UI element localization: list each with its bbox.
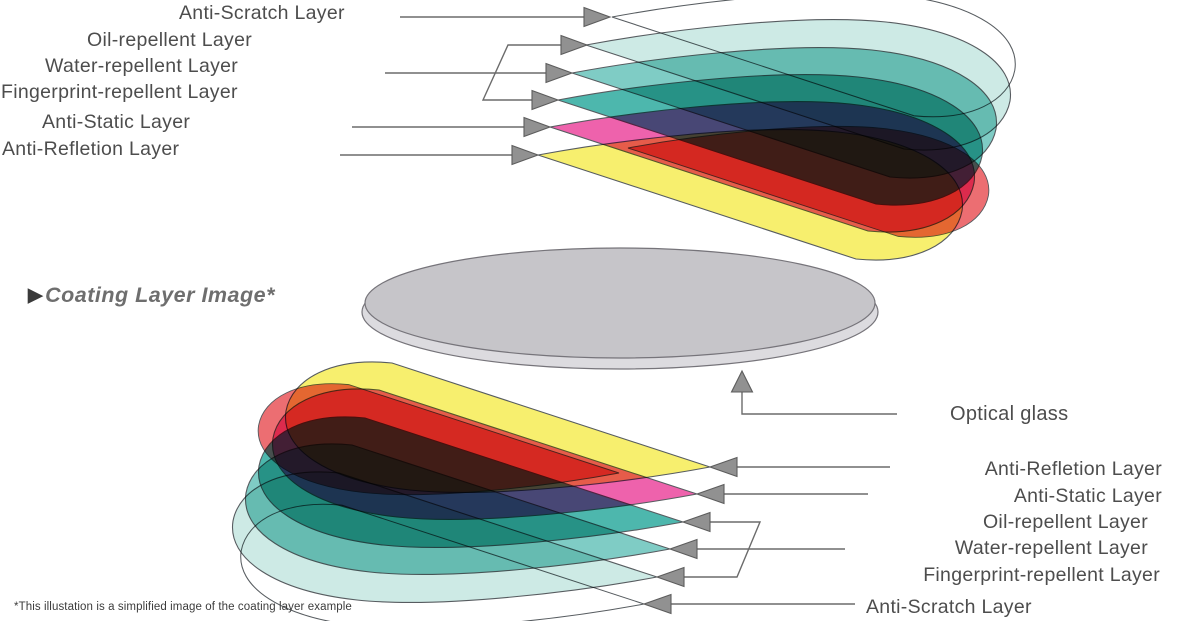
bottom-sheet-anti-reflection	[284, 361, 711, 493]
connector-lines	[340, 16, 897, 605]
label-optical-glass: Optical glass	[950, 403, 1069, 425]
glass-top-face	[364, 247, 876, 359]
label-bottom-oil-repellent: Oil-repellent Layer	[982, 511, 1148, 533]
arrow-top-anti-reflection	[511, 144, 540, 166]
label-top-water-repellent: Water-repellent Layer	[45, 55, 239, 77]
arrow-top-anti-static	[523, 116, 552, 138]
diagram-title-text: Coating Layer Image*	[45, 283, 275, 307]
label-bottom-water-repellent: Water-repellent Layer	[954, 537, 1148, 559]
arrow-top-fingerprint	[531, 89, 560, 111]
arrowheads	[511, 6, 754, 615]
top-layer-stack	[537, 0, 1016, 261]
label-top-oil-repellent: Oil-repellent Layer	[87, 29, 253, 51]
arrow-bottom-anti-scratch	[642, 593, 672, 615]
label-bottom-anti-reflection: Anti-Refletion Layer	[984, 458, 1162, 480]
label-top-anti-scratch: Anti-Scratch Layer	[179, 2, 345, 24]
label-bottom-anti-static: Anti-Static Layer	[1013, 485, 1162, 507]
arrow-bottom-fingerprint	[655, 566, 685, 588]
label-top-fingerprint-repellent: Fingerprint-repellent Layer	[1, 81, 238, 103]
arrow-optical-glass	[730, 369, 754, 393]
arrow-top-oil	[560, 34, 589, 56]
arrow-top-water	[545, 62, 574, 84]
arrow-bottom-water	[668, 538, 698, 560]
arrow-bottom-anti-static	[695, 483, 725, 505]
label-top-anti-reflection: Anti-Refletion Layer	[2, 138, 180, 160]
diagram-title: ▶Coating Layer Image*	[28, 283, 275, 308]
play-triangle-icon: ▶	[28, 285, 44, 306]
label-bottom-anti-scratch: Anti-Scratch Layer	[866, 596, 1032, 618]
line-optical-glass	[741, 392, 897, 415]
bottom-layer-stack	[231, 361, 711, 621]
arrow-bottom-oil	[681, 511, 711, 533]
arrow-bottom-anti-reflection	[708, 456, 738, 478]
footnote: *This illustation is a simplified image …	[14, 601, 352, 613]
label-top-anti-static: Anti-Static Layer	[42, 111, 191, 133]
optical-glass-disc	[361, 247, 879, 370]
label-bottom-fingerprint-repellent: Fingerprint-repellent Layer	[923, 564, 1160, 586]
arrow-top-anti-scratch	[583, 6, 612, 28]
